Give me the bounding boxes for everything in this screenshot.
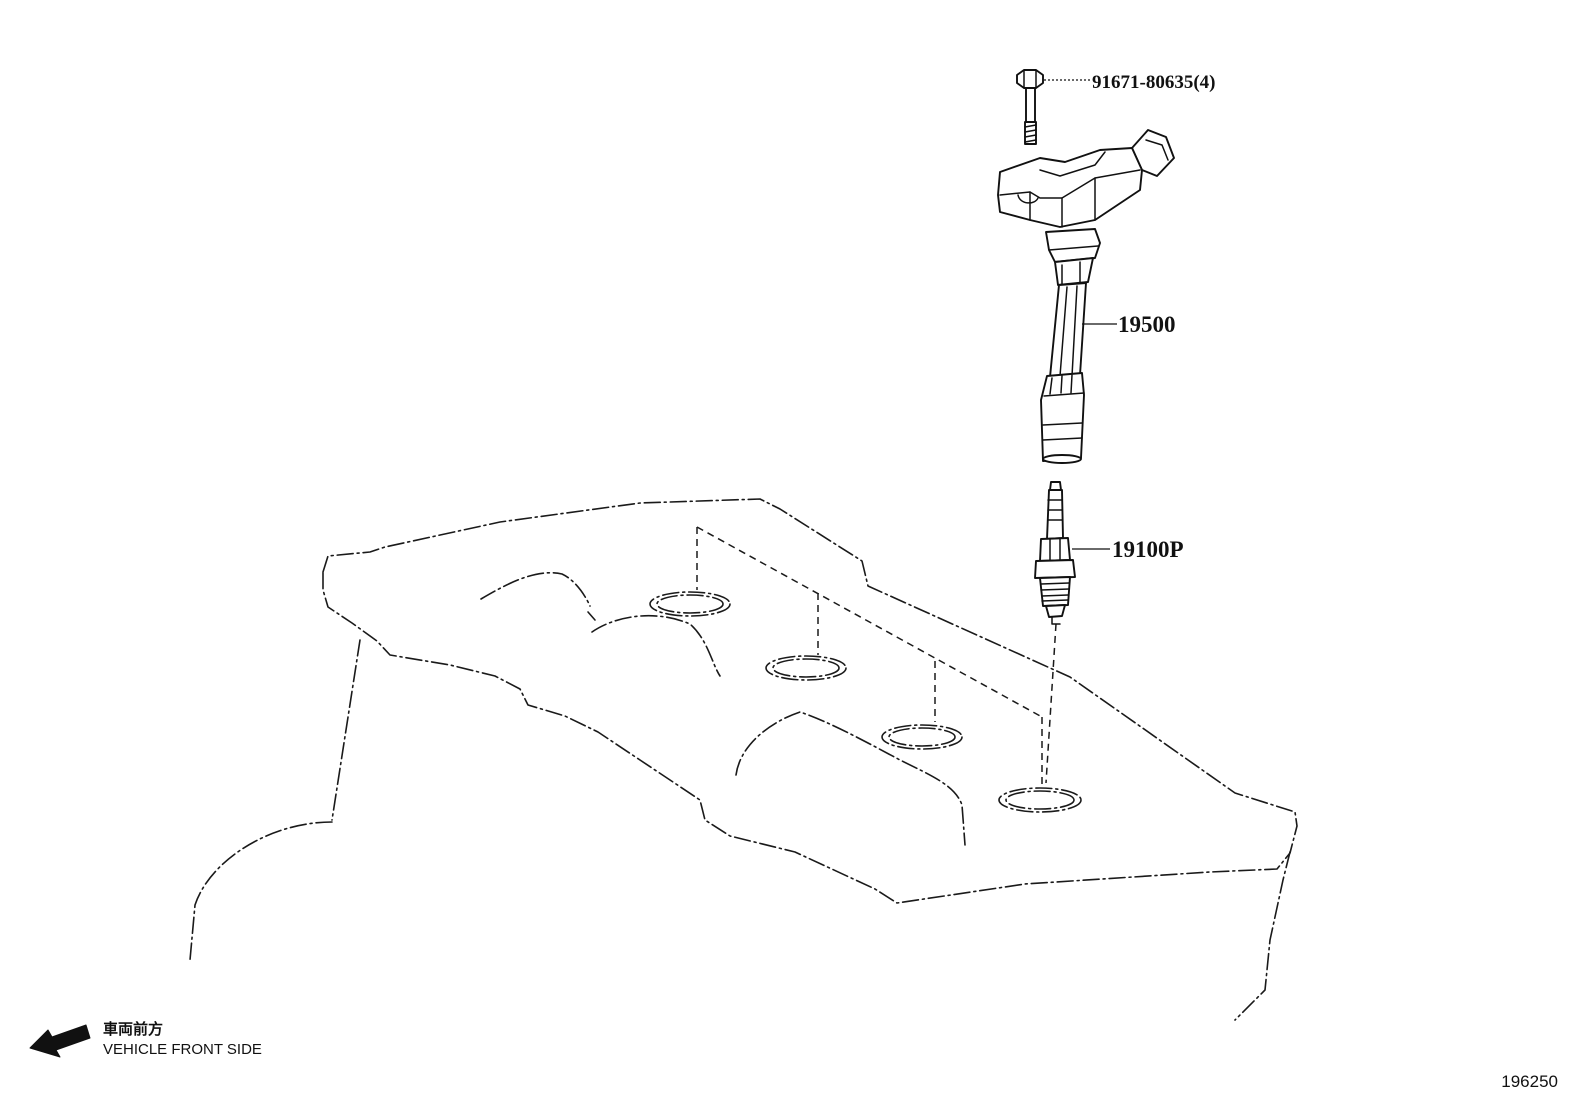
plug-well-4 (998, 787, 1082, 813)
spark-plug-icon (1034, 481, 1076, 625)
plug-well-1 (649, 591, 731, 617)
plug-well-2 (765, 655, 847, 681)
callout-leaders (1044, 79, 1117, 550)
engine-cover-outline (189, 498, 1298, 1021)
vehicle-front-legend: 車両前方 VEHICLE FRONT SIDE (29, 1020, 262, 1058)
drawing-number: 196250 (1501, 1072, 1558, 1091)
vehicle-front-label-jp: 車両前方 (103, 1020, 163, 1038)
bolt-part-number: 91671-80635(4) (1092, 72, 1215, 93)
spark-plug-part-number: 19100P (1112, 537, 1184, 562)
plug-well-3 (881, 724, 963, 750)
assembly-guide-lines (696, 526, 1057, 785)
ignition-coil-icon (997, 129, 1175, 464)
ignition-coil-part-number: 19500 (1118, 312, 1176, 337)
arrow-left-down-icon (29, 1024, 91, 1058)
vehicle-front-label-en: VEHICLE FRONT SIDE (103, 1041, 262, 1058)
bolt-icon (1016, 69, 1044, 145)
